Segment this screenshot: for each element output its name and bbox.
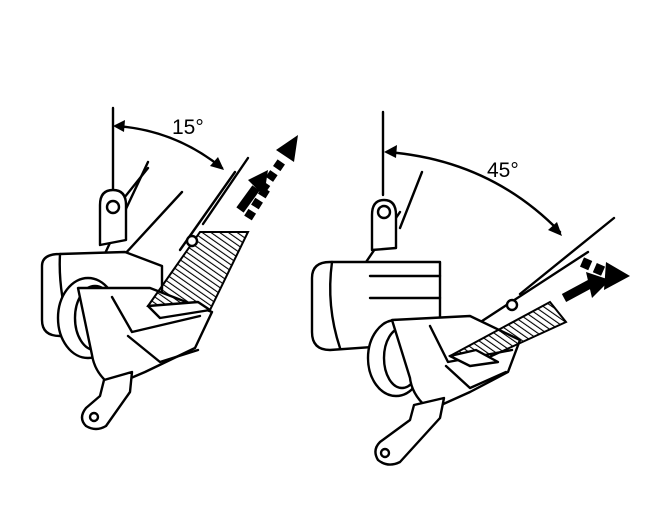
angle-label-45: 45° bbox=[487, 159, 519, 182]
angle-label-15: 15° bbox=[172, 116, 204, 139]
retractor-15-degree: 15° bbox=[40, 106, 298, 431]
mounting-bracket-45 bbox=[374, 396, 446, 466]
pull-direction-arrows-15 bbox=[236, 135, 298, 221]
belt-line-15-a bbox=[122, 166, 150, 200]
retractor-45-degree: 45° bbox=[310, 110, 630, 466]
pull-direction-arrows-45 bbox=[561, 257, 630, 302]
angle-arc-45 bbox=[384, 145, 562, 236]
angle-arc-15 bbox=[113, 120, 224, 170]
mounting-bracket-15 bbox=[80, 370, 134, 431]
